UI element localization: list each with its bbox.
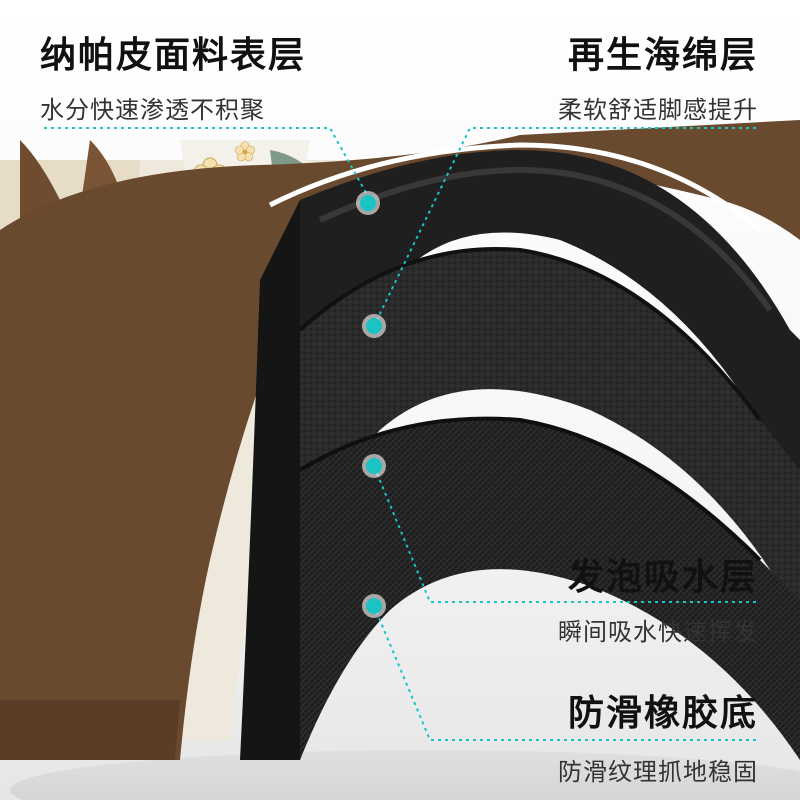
teal-dot-icon	[362, 314, 386, 338]
layer-1-title: 纳帕皮面料表层	[40, 35, 307, 76]
layer-4-title: 防滑橡胶底	[567, 693, 758, 734]
teal-dot-icon	[362, 594, 386, 618]
layer-2-title: 再生海绵层	[567, 35, 758, 76]
leader-lines	[44, 127, 756, 741]
layer-4-subtitle: 防滑纹理抓地稳固	[558, 758, 758, 786]
layer-2-subtitle: 柔软舒适脚感提升	[558, 96, 758, 124]
rubber-base-layer	[300, 418, 800, 760]
teal-dot-icon	[362, 454, 386, 478]
floor-shadow	[10, 750, 800, 800]
edge-stitch	[268, 142, 762, 232]
foam-absorb-layer	[300, 249, 800, 620]
leather-surface-layer	[0, 120, 800, 760]
layer-3-subtitle: 瞬间吸水快速挥发	[558, 618, 758, 646]
layer-3-title: 发泡吸水层	[567, 557, 758, 598]
teal-dot-icon	[356, 191, 380, 215]
flower-icon	[235, 141, 255, 162]
layer-1-subtitle: 水分快速渗透不积聚	[40, 96, 265, 124]
sponge-layer	[300, 150, 800, 500]
